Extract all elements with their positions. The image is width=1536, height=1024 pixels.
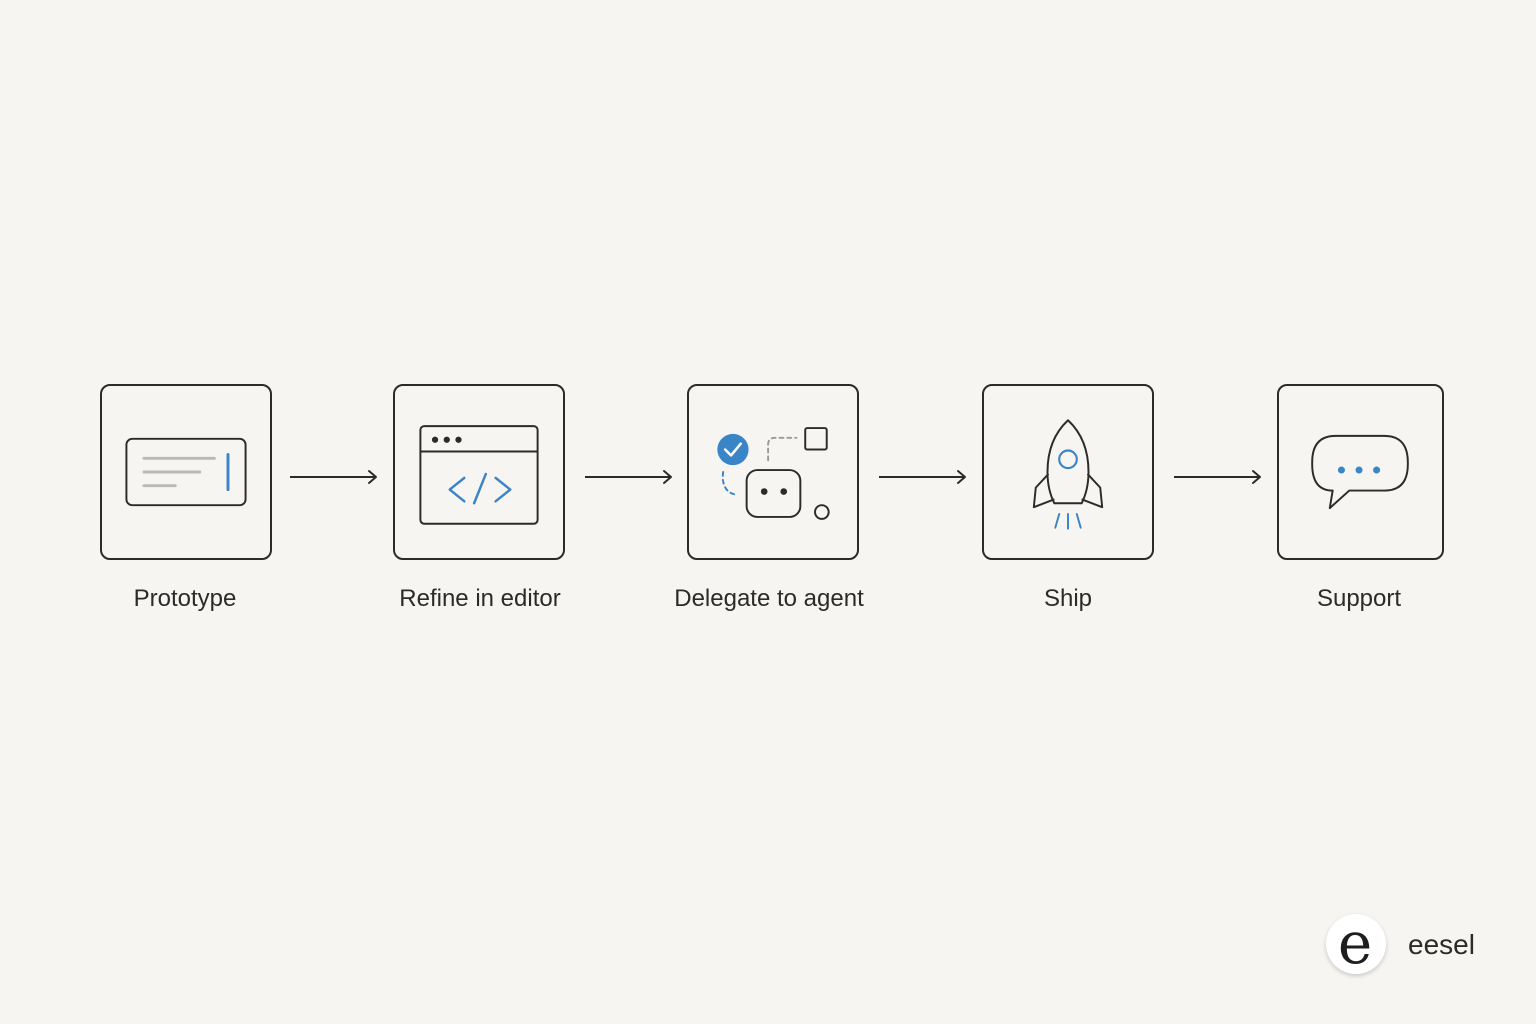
step-support	[1277, 384, 1444, 560]
chat-bubble-icon	[1311, 434, 1409, 510]
brand-name: eesel	[1408, 929, 1475, 960]
step-label-support: Support	[1316, 585, 1402, 612]
flow-arrow-4	[1174, 468, 1262, 486]
brand-logo: e eesel	[1326, 909, 1506, 978]
prototype-form-icon	[125, 437, 247, 507]
step-label-delegate-to-agent: Delegate to agent	[674, 585, 864, 612]
step-prototype	[100, 384, 272, 560]
step-delegate-to-agent	[687, 384, 859, 560]
eesel-logo-icon: e	[1326, 909, 1386, 977]
flow-arrow-3	[879, 468, 967, 486]
brand-mark-letter: e	[1338, 914, 1372, 974]
code-editor-icon	[419, 425, 539, 525]
step-label-refine-in-editor: Refine in editor	[399, 585, 561, 612]
rocket-icon	[1032, 419, 1104, 530]
step-label-prototype: Prototype	[133, 585, 237, 612]
agent-bot-icon	[717, 427, 830, 520]
step-ship	[982, 384, 1154, 560]
flow-arrow-1	[290, 468, 378, 486]
step-refine-in-editor	[393, 384, 565, 560]
flow-arrow-2	[585, 468, 673, 486]
step-label-ship: Ship	[1043, 585, 1093, 612]
